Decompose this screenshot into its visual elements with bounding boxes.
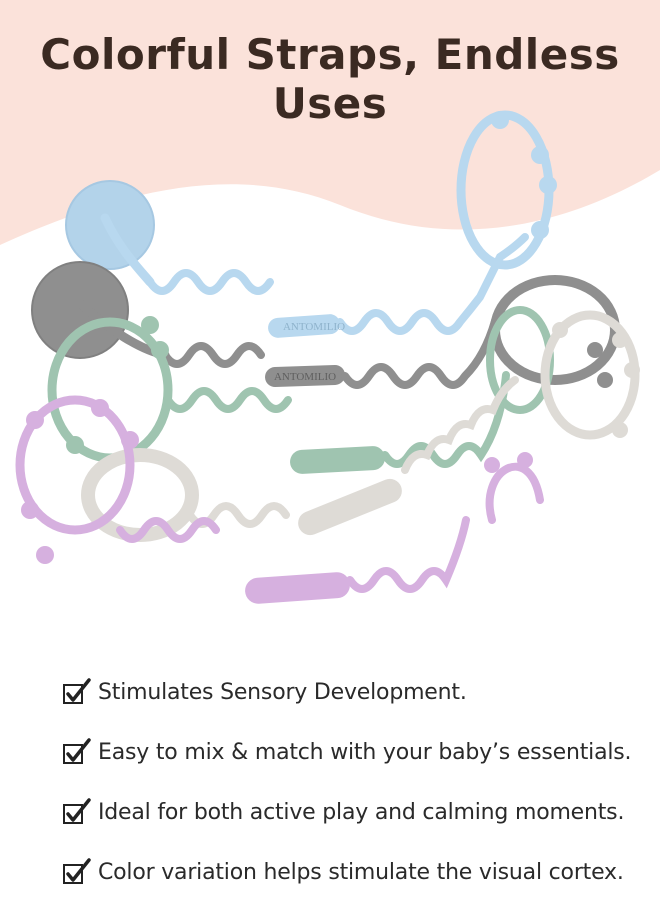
checkbox-checked-icon (63, 678, 91, 704)
feature-item: Color variation helps stimulate the visu… (62, 842, 652, 902)
strap-gray (31, 261, 620, 389)
checkbox-checked-icon (63, 858, 91, 884)
feature-text: Ideal for both active play and calming m… (98, 799, 625, 825)
hero-illustration: ANTOMILIO ANTOMILIO (0, 0, 660, 620)
brand-imprint-blue: ANTOMILIO (283, 321, 345, 333)
product-hero: ANTOMILIO ANTOMILIO Colorful Straps, End… (0, 0, 660, 620)
strap-blue (65, 110, 557, 338)
strap-green (47, 306, 554, 474)
feature-item: Ideal for both active play and calming m… (62, 782, 652, 842)
feature-text: Easy to mix & match with your baby’s ess… (98, 739, 632, 765)
strap-purple (15, 395, 544, 604)
feature-list: Stimulates Sensory Development. Easy to … (62, 662, 652, 902)
checkbox-checked-icon (63, 798, 91, 824)
feature-text: Stimulates Sensory Development. (98, 679, 467, 705)
feature-item: Easy to mix & match with your baby’s ess… (62, 722, 652, 782)
brand-imprint-gray: ANTOMILIO (274, 371, 336, 383)
checkbox-checked-icon (63, 738, 91, 764)
feature-text: Color variation helps stimulate the visu… (98, 859, 624, 885)
page-title: Colorful Straps, Endless Uses (40, 30, 620, 128)
feature-item: Stimulates Sensory Development. (62, 662, 652, 722)
